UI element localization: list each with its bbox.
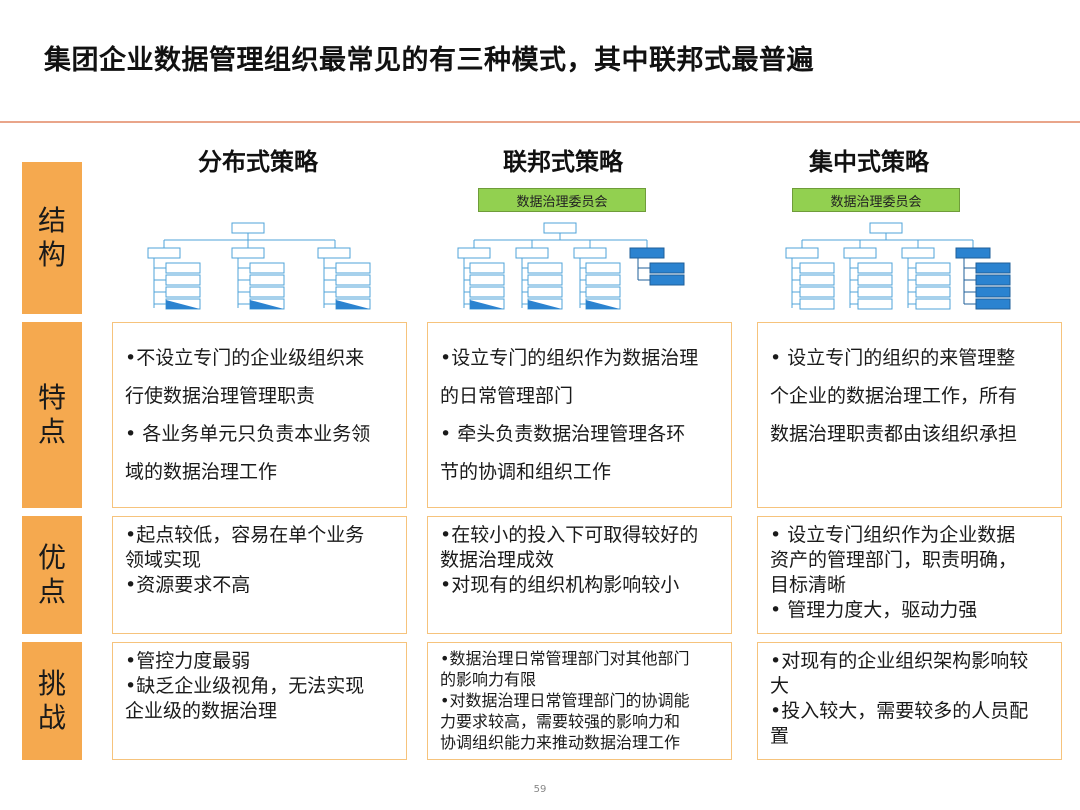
text-line: 个企业的数据治理工作，所有: [770, 385, 1018, 407]
column-heading-centralized: 集中式策略: [809, 148, 929, 176]
row-label-features-char-1: 特: [37, 381, 66, 414]
text-line: 力要求较高，需要较强的影响力和: [440, 712, 681, 731]
row-label-features: 特点: [22, 322, 82, 508]
org-chart-federated: [457, 222, 685, 310]
row-label-features-char-2: 点: [37, 415, 66, 448]
text-line: •数据治理日常管理部门对其他部门: [440, 649, 690, 668]
row-label-challenges-char-1: 挑: [37, 667, 66, 700]
page-title: 集团企业数据管理组织最常见的有三种模式，其中联邦式最普遍: [44, 45, 814, 76]
text-line: •对现有的组织机构影响较小: [440, 574, 680, 596]
text-line: •在较小的投入下可取得较好的: [440, 524, 699, 546]
committee-box-federated: 数据治理委员会: [478, 188, 646, 212]
advantages-cell-federated: •在较小的投入下可取得较好的 数据治理成效 •对现有的组织机构影响较小: [427, 516, 732, 634]
features-cell-distributed: •不设立专门的企业级组织来 行使数据治理管理职责 • 各业务单元只负责本业务领 …: [112, 322, 407, 508]
text-line: • 管理力度大，驱动力强: [770, 599, 978, 621]
text-line: •缺乏企业级视角，无法实现: [125, 675, 365, 697]
text-line: 领域实现: [125, 549, 202, 571]
advantages-cell-centralized: • 设立专门组织作为企业数据 资产的管理部门，职责明确， 目标清晰 • 管理力度…: [757, 516, 1062, 634]
text-line: 的影响力有限: [440, 670, 537, 689]
features-cell-centralized: • 设立专门的组织的来管理整 个企业的数据治理工作，所有 数据治理职责都由该组织…: [757, 322, 1062, 508]
challenges-cell-distributed: •管控力度最弱 •缺乏企业级视角，无法实现 企业级的数据治理: [112, 642, 407, 760]
text-line: •对数据治理日常管理部门的协调能: [440, 691, 690, 710]
page-number: 59: [533, 784, 547, 795]
text-line: 数据治理成效: [440, 549, 555, 571]
row-label-structure: 结构: [22, 162, 82, 314]
text-line: •投入较大，需要较多的人员配: [770, 700, 1029, 722]
title-divider: [0, 121, 1080, 123]
text-line: 数据治理职责都由该组织承担: [770, 423, 1018, 445]
column-heading-federated: 联邦式策略: [503, 148, 623, 176]
text-line: 大: [770, 675, 790, 697]
features-cell-federated: •设立专门的组织作为数据治理 的日常管理部门 • 牵头负责数据治理管理各环 节的…: [427, 322, 732, 508]
org-chart-distributed: [147, 222, 371, 310]
text-line: 目标清晰: [770, 574, 847, 596]
text-line: 资产的管理部门，职责明确，: [770, 549, 1018, 571]
text-line: •对现有的企业组织架构影响较: [770, 650, 1029, 672]
org-chart-centralized: [785, 222, 1011, 310]
row-label-structure-char-2: 构: [37, 238, 66, 271]
text-line: 企业级的数据治理: [125, 700, 278, 722]
text-line: •起点较低，容易在单个业务: [125, 524, 365, 546]
text-line: 的日常管理部门: [440, 385, 574, 407]
row-label-challenges: 挑战: [22, 642, 82, 760]
row-label-structure-char-1: 结: [37, 204, 66, 237]
row-label-challenges-char-2: 战: [37, 701, 66, 734]
committee-box-centralized: 数据治理委员会: [792, 188, 960, 212]
text-line: •不设立专门的企业级组织来: [125, 347, 365, 369]
text-line: • 设立专门的组织的来管理整: [770, 347, 1016, 369]
text-line: 域的数据治理工作: [125, 461, 278, 483]
row-label-advantages-char-2: 点: [37, 575, 66, 608]
text-line: 置: [770, 725, 790, 747]
text-line: •管控力度最弱: [125, 650, 251, 672]
text-line: • 设立专门组织作为企业数据: [770, 524, 1016, 546]
text-line: 节的协调和组织工作: [440, 461, 612, 483]
challenges-cell-centralized: •对现有的企业组织架构影响较 大 •投入较大，需要较多的人员配 置: [757, 642, 1062, 760]
advantages-cell-distributed: •起点较低，容易在单个业务 领域实现 •资源要求不高: [112, 516, 407, 634]
challenges-cell-federated: •数据治理日常管理部门对其他部门 的影响力有限 •对数据治理日常管理部门的协调能…: [427, 642, 732, 760]
text-line: •资源要求不高: [125, 574, 251, 596]
text-line: 协调组织能力来推动数据治理工作: [440, 733, 681, 752]
text-line: • 各业务单元只负责本业务领: [125, 423, 371, 445]
text-line: 行使数据治理管理职责: [125, 385, 316, 407]
text-line: • 牵头负责数据治理管理各环: [440, 423, 686, 445]
column-heading-distributed: 分布式策略: [198, 148, 318, 176]
row-label-advantages: 优点: [22, 516, 82, 634]
row-label-advantages-char-1: 优: [37, 541, 66, 574]
text-line: •设立专门的组织作为数据治理: [440, 347, 699, 369]
